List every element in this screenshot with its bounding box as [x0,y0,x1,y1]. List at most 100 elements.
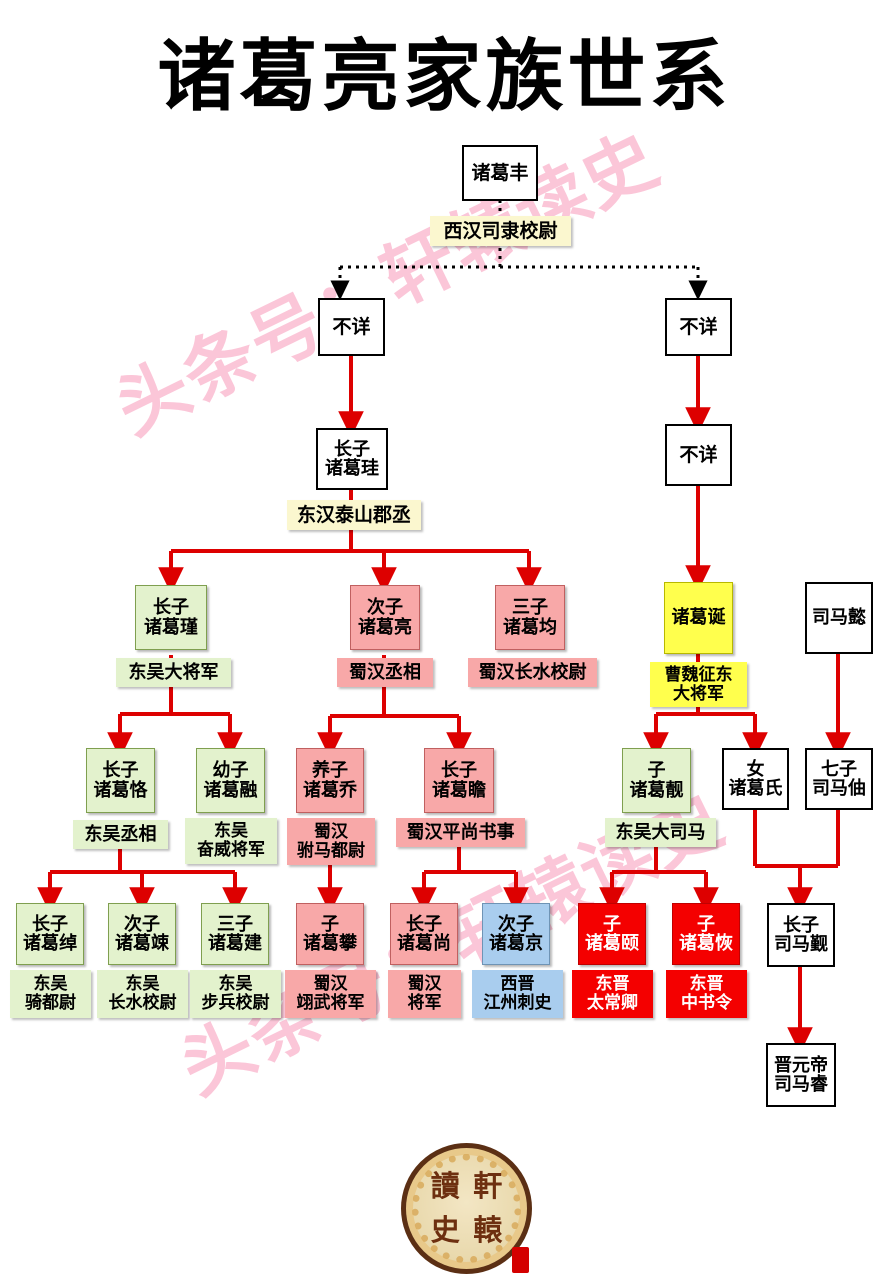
node-line1: 女 [746,758,765,780]
title-line1: 曹魏征东 [664,664,733,685]
node-line1: 不详 [332,315,371,338]
node-line2: 诸葛亮 [358,616,412,638]
node-zhugerong[interactable]: 幼子 诸葛融 [196,748,265,813]
node-zhugefeng[interactable]: 诸葛丰 [462,145,538,201]
title-line2: 长水校尉 [108,993,177,1013]
seal-characters: 讀 軒 史 轅 [424,1164,509,1253]
node-line2: 司马伷 [812,778,866,799]
title-zhugedan: 曹魏征东 大将军 [650,662,747,707]
seal-char-2: 軒 [473,1168,503,1203]
title-zhugehui: 东晋 中书令 [666,970,747,1018]
node-line1: 晋元帝 [774,1054,828,1076]
node-line1: 长子 [102,760,139,782]
node-zhugejin[interactable]: 长子 诸葛瑾 [135,585,207,650]
node-zhugepan[interactable]: 子 诸葛攀 [296,903,364,965]
title-zhugechuo: 东吴 骑都尉 [10,970,91,1018]
node-zhugesong[interactable]: 次子 诸葛竦 [108,903,176,965]
node-zhugejing[interactable]: 次子 诸葛京 [482,903,550,965]
title-line2: 江州刺史 [483,993,552,1013]
title-line1: 蜀汉 [314,821,348,842]
node-line1: 子 [603,913,621,935]
node-zhugechuo[interactable]: 长子 诸葛绰 [16,903,84,965]
title-line1: 蜀汉 [313,974,348,995]
node-zhugeqiao[interactable]: 养子 诸葛乔 [296,748,364,813]
node-line2: 诸葛均 [503,616,557,638]
node-line1: 子 [697,913,715,935]
node-line1: 长子 [406,913,442,935]
node-simayi[interactable]: 司马懿 [805,582,873,654]
node-line1: 长子 [153,597,189,619]
page-title: 诸葛亮家族世系 [157,32,732,122]
node-zhugegui[interactable]: 长子 诸葛珪 [316,428,388,490]
node-line2: 诸葛绰 [23,933,77,954]
title-zhugepan: 蜀汉 翊武将军 [285,970,376,1018]
title-zhugeliang: 蜀汉丞相 [337,658,433,687]
title-line1: 东晋 [689,974,724,995]
title-zhugezhan: 蜀汉平尚书事 [396,818,525,847]
title-line1: 东晋 [595,974,630,995]
node-line1: 养子 [312,760,348,782]
node-zhugeshi[interactable]: 女 诸葛氏 [722,748,789,810]
title-line2: 翊武将军 [296,993,365,1013]
node-line2: 司马睿 [774,1074,828,1095]
node-line1: 长子 [441,760,477,782]
node-zhugeliang[interactable]: 次子 诸葛亮 [350,585,420,650]
node-line1: 次子 [124,913,160,935]
node-line2: 诸葛瑾 [144,616,198,638]
node-line1: 七子 [821,758,857,780]
node-line2: 诸葛珪 [325,458,379,479]
node-simazhou[interactable]: 七子 司马伷 [805,748,873,810]
node-line1: 长子 [334,438,370,460]
title-zhugerong: 东吴 奋威将军 [185,818,277,864]
title-line2: 步兵校尉 [201,993,270,1013]
node-line1: 诸葛诞 [671,607,726,629]
title-zhugejin: 东吴大将军 [116,658,231,687]
node-zhugeke[interactable]: 长子 诸葛恪 [86,748,155,813]
seal-ring [412,1154,521,1263]
node-line2: 诸葛融 [203,779,258,801]
node-unknown-left[interactable]: 不详 [318,298,385,356]
node-unknown-right[interactable]: 不详 [665,298,732,356]
title-zhugeshang: 蜀汉 将军 [388,970,461,1018]
node-line2: 诸葛尚 [397,933,451,954]
node-line2: 诸葛京 [489,933,543,954]
title-line2: 将军 [407,993,442,1013]
title-line1: 东吴 [33,974,68,995]
seal-char-3: 史 [430,1213,460,1248]
node-zhugejing2[interactable]: 子 诸葛靓 [622,748,691,813]
title-zhugeqiao: 蜀汉 驸马都尉 [287,818,375,865]
logo-seal: 讀 軒 史 轅 [401,1143,532,1274]
title-line2: 骑都尉 [25,993,76,1013]
title-line1: 蜀汉 [407,974,442,995]
title-line2: 太常卿 [587,993,638,1013]
title-line2: 大将军 [673,683,724,704]
node-simajin[interactable]: 长子 司马觐 [767,903,835,967]
node-zhugejun[interactable]: 三子 诸葛均 [495,585,565,650]
node-line2: 诸葛瞻 [432,779,486,801]
node-unknown-right-2[interactable]: 不详 [665,424,732,486]
node-zhugeyi[interactable]: 子 诸葛颐 [578,903,646,965]
node-zhugehui[interactable]: 子 诸葛恢 [672,903,740,965]
title-line1: 东吴 [218,974,253,995]
node-line2: 诸葛乔 [303,779,357,801]
title-zhugeke: 东吴丞相 [73,820,168,849]
node-line1: 子 [647,760,666,782]
node-line1: 长子 [783,914,819,936]
node-zhugezhan[interactable]: 长子 诸葛瞻 [424,748,494,813]
node-line2: 诸葛攀 [303,933,357,954]
title-line2: 驸马都尉 [297,840,365,861]
title-zhugejing2: 东吴大司马 [605,818,716,847]
title-zhugejun: 蜀汉长水校尉 [468,658,597,687]
title-zhugejing: 西晋 江州刺史 [472,970,563,1018]
title-zhugesong: 东吴 长水校尉 [97,970,188,1018]
node-line1: 次子 [367,597,403,619]
title-line1: 西晋 [500,974,535,995]
node-zhugedan[interactable]: 诸葛诞 [664,582,733,654]
title-line1: 东吴 [125,974,160,995]
node-line2: 诸葛恪 [93,779,148,801]
seal-char-1: 讀 [430,1168,460,1203]
node-zhugeshang[interactable]: 长子 诸葛尚 [390,903,458,965]
node-zhugejian[interactable]: 三子 诸葛建 [201,903,269,965]
node-simarui[interactable]: 晋元帝 司马睿 [766,1043,836,1107]
